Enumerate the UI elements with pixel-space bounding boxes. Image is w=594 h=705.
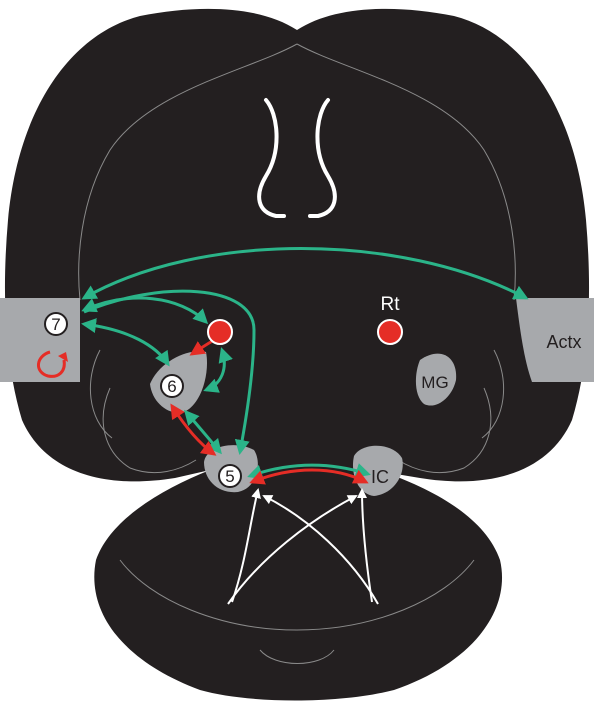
node-5-label: 5 bbox=[225, 467, 234, 486]
rt-red-dot bbox=[378, 320, 402, 344]
node-6: 6 bbox=[161, 375, 183, 397]
node-7-label: 7 bbox=[51, 315, 60, 334]
actx-label: Actx bbox=[546, 332, 581, 352]
node-7: 7 bbox=[45, 313, 67, 335]
reticular-red-dot-icon bbox=[208, 320, 232, 344]
node-5: 5 bbox=[219, 465, 241, 487]
rt-label: Rt bbox=[381, 294, 401, 315]
ic-label: IC bbox=[371, 467, 389, 487]
brain-silhouette bbox=[5, 9, 589, 701]
node-6-label: 6 bbox=[167, 377, 176, 396]
mg-label: MG bbox=[421, 373, 448, 392]
